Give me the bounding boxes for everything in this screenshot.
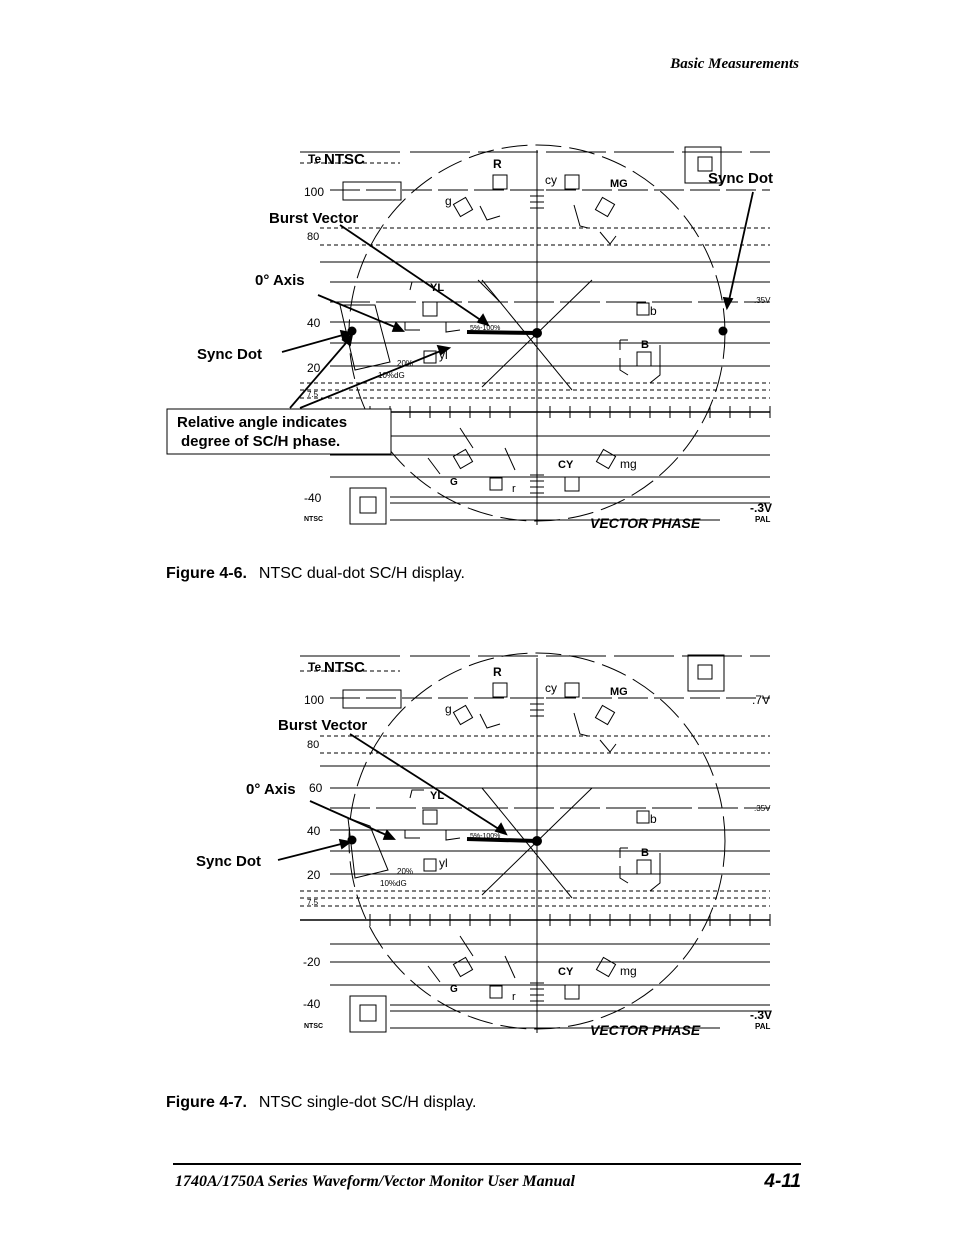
label-10pct-dg: 10%dG [378,371,405,380]
volt-035: .35V [754,804,771,813]
vectorscope-graticule-dual-dot: Te NTSC 100 80 40 20 7.5 -40 .35V -.3V R… [166,144,773,531]
footer-manual-title: 1740A/1750A Series Waveform/Vector Monit… [175,1173,575,1190]
label-cy-upper: CY [558,459,574,471]
label-yl-lower: yl [439,856,448,870]
scale-minus-20: -20 [303,955,321,969]
callout-burst-vector: Burst Vector [269,210,358,227]
label-mg: MG [610,686,628,698]
label-cy-upper: CY [558,966,574,978]
figure-4-7-caption: Figure 4-7. NTSC single-dot SC/H display. [166,1094,476,1112]
callout-sync-dot-right: Sync Dot [708,170,773,187]
graticule-text: Te NTSC 100 80 60 40 20 7.5 -20 -40 .7V … [303,659,772,1038]
label-r-lower: r [512,483,516,495]
figure-4-6-caption: Figure 4-6. NTSC dual-dot SC/H display. [166,565,465,583]
volt-minus-03: -.3V [750,501,772,515]
label-cy-lower: cy [545,173,557,187]
label-b-lower: b [650,304,657,318]
te-label: Te [308,152,321,166]
relative-angle-line-2: degree of SC/H phase. [181,433,340,450]
callout-arrows [277,733,508,861]
graticule-text: Te NTSC 100 80 40 20 7.5 -40 .35V -.3V R… [304,151,772,531]
label-r-lower: r [512,991,516,1003]
label-g-upper: G [450,477,458,488]
label-ntsc-small: NTSC [304,1023,323,1030]
callout-zero-axis: 0° Axis [255,272,305,289]
label-mg: MG [610,178,628,190]
scale-100: 100 [304,693,324,707]
burst-vector-trace [466,836,542,846]
caption-text: NTSC dual-dot SC/H display. [258,565,465,582]
scale-40: 40 [307,824,321,838]
te-label: Te [308,660,321,674]
graticule [300,652,771,1033]
figure-4-6: Te NTSC 100 80 40 20 7.5 -40 .35V -.3V R… [0,0,954,600]
label-10pct-dg: 10%dG [380,879,407,888]
caption-number: Figure 4-7. [166,1094,247,1111]
label-ntsc-small: NTSC [304,516,323,523]
callout-sync-dot-left: Sync Dot [197,346,262,363]
caption-text: NTSC single-dot SC/H display. [258,1094,477,1111]
label-20pct: 20% [397,359,413,368]
scale-minus-40: -40 [304,491,322,505]
scale-minus-40: -40 [303,997,321,1011]
callout-arrows [281,191,754,409]
figure-4-7: Te NTSC 100 80 60 40 20 7.5 -20 -40 .7V … [0,508,954,1118]
scale-20: 20 [307,361,321,375]
callout-sync-dot: Sync Dot [196,853,261,870]
label-b-lower: b [650,812,657,826]
volt-07: .7V [752,693,770,707]
footer-page-number: 4-11 [764,1171,801,1192]
label-b: B [641,339,649,351]
callout-burst-vector: Burst Vector [278,717,367,734]
label-yl: YL [430,282,444,294]
scale-7-5: 7.5 [307,390,319,399]
label-20pct: 20% [397,867,413,876]
scale-40: 40 [307,316,321,330]
running-head: Basic Measurements [670,56,799,72]
ntsc-label: NTSC [324,151,365,168]
caption-number: Figure 4-6. [166,565,247,582]
scale-80: 80 [307,231,319,243]
label-r: R [493,157,502,171]
scale-80: 80 [307,739,319,751]
label-5pct-100pct: 5%-100% [470,833,500,840]
label-g-lower: g [445,702,452,716]
label-pal: PAL [755,515,771,524]
label-yl-lower: yl [439,348,448,362]
label-cy-lower: cy [545,681,557,695]
label-mg-lower: mg [620,457,637,471]
label-yl: YL [430,790,444,802]
footer-rule [173,1163,801,1165]
label-g-upper: G [450,984,458,995]
vector-phase-label: VECTOR PHASE [590,515,701,531]
label-r: R [493,665,502,679]
volt-035: .35V [754,296,771,305]
sync-dot-right [718,326,728,336]
ntsc-label: NTSC [324,659,365,676]
relative-angle-line-1: Relative angle indicates [177,414,347,431]
vectorscope-graticule-single-dot: Te NTSC 100 80 60 40 20 7.5 -20 -40 .7V … [196,652,772,1038]
vector-phase-label: VECTOR PHASE [590,1022,701,1038]
scale-20: 20 [307,868,321,882]
scale-100: 100 [304,185,324,199]
burst-vector-trace [466,328,542,338]
label-g-lower: g [445,194,452,208]
label-pal: PAL [755,1022,771,1031]
label-5pct-100pct: 5%-100% [470,325,500,332]
relative-angle-box [166,408,392,455]
label-b: B [641,847,649,859]
volt-minus-03: -.3V [750,1008,772,1022]
label-mg-lower: mg [620,964,637,978]
callout-zero-axis: 0° Axis [246,781,296,798]
scale-7-5: 7.5 [307,898,319,907]
scale-60: 60 [309,781,323,795]
